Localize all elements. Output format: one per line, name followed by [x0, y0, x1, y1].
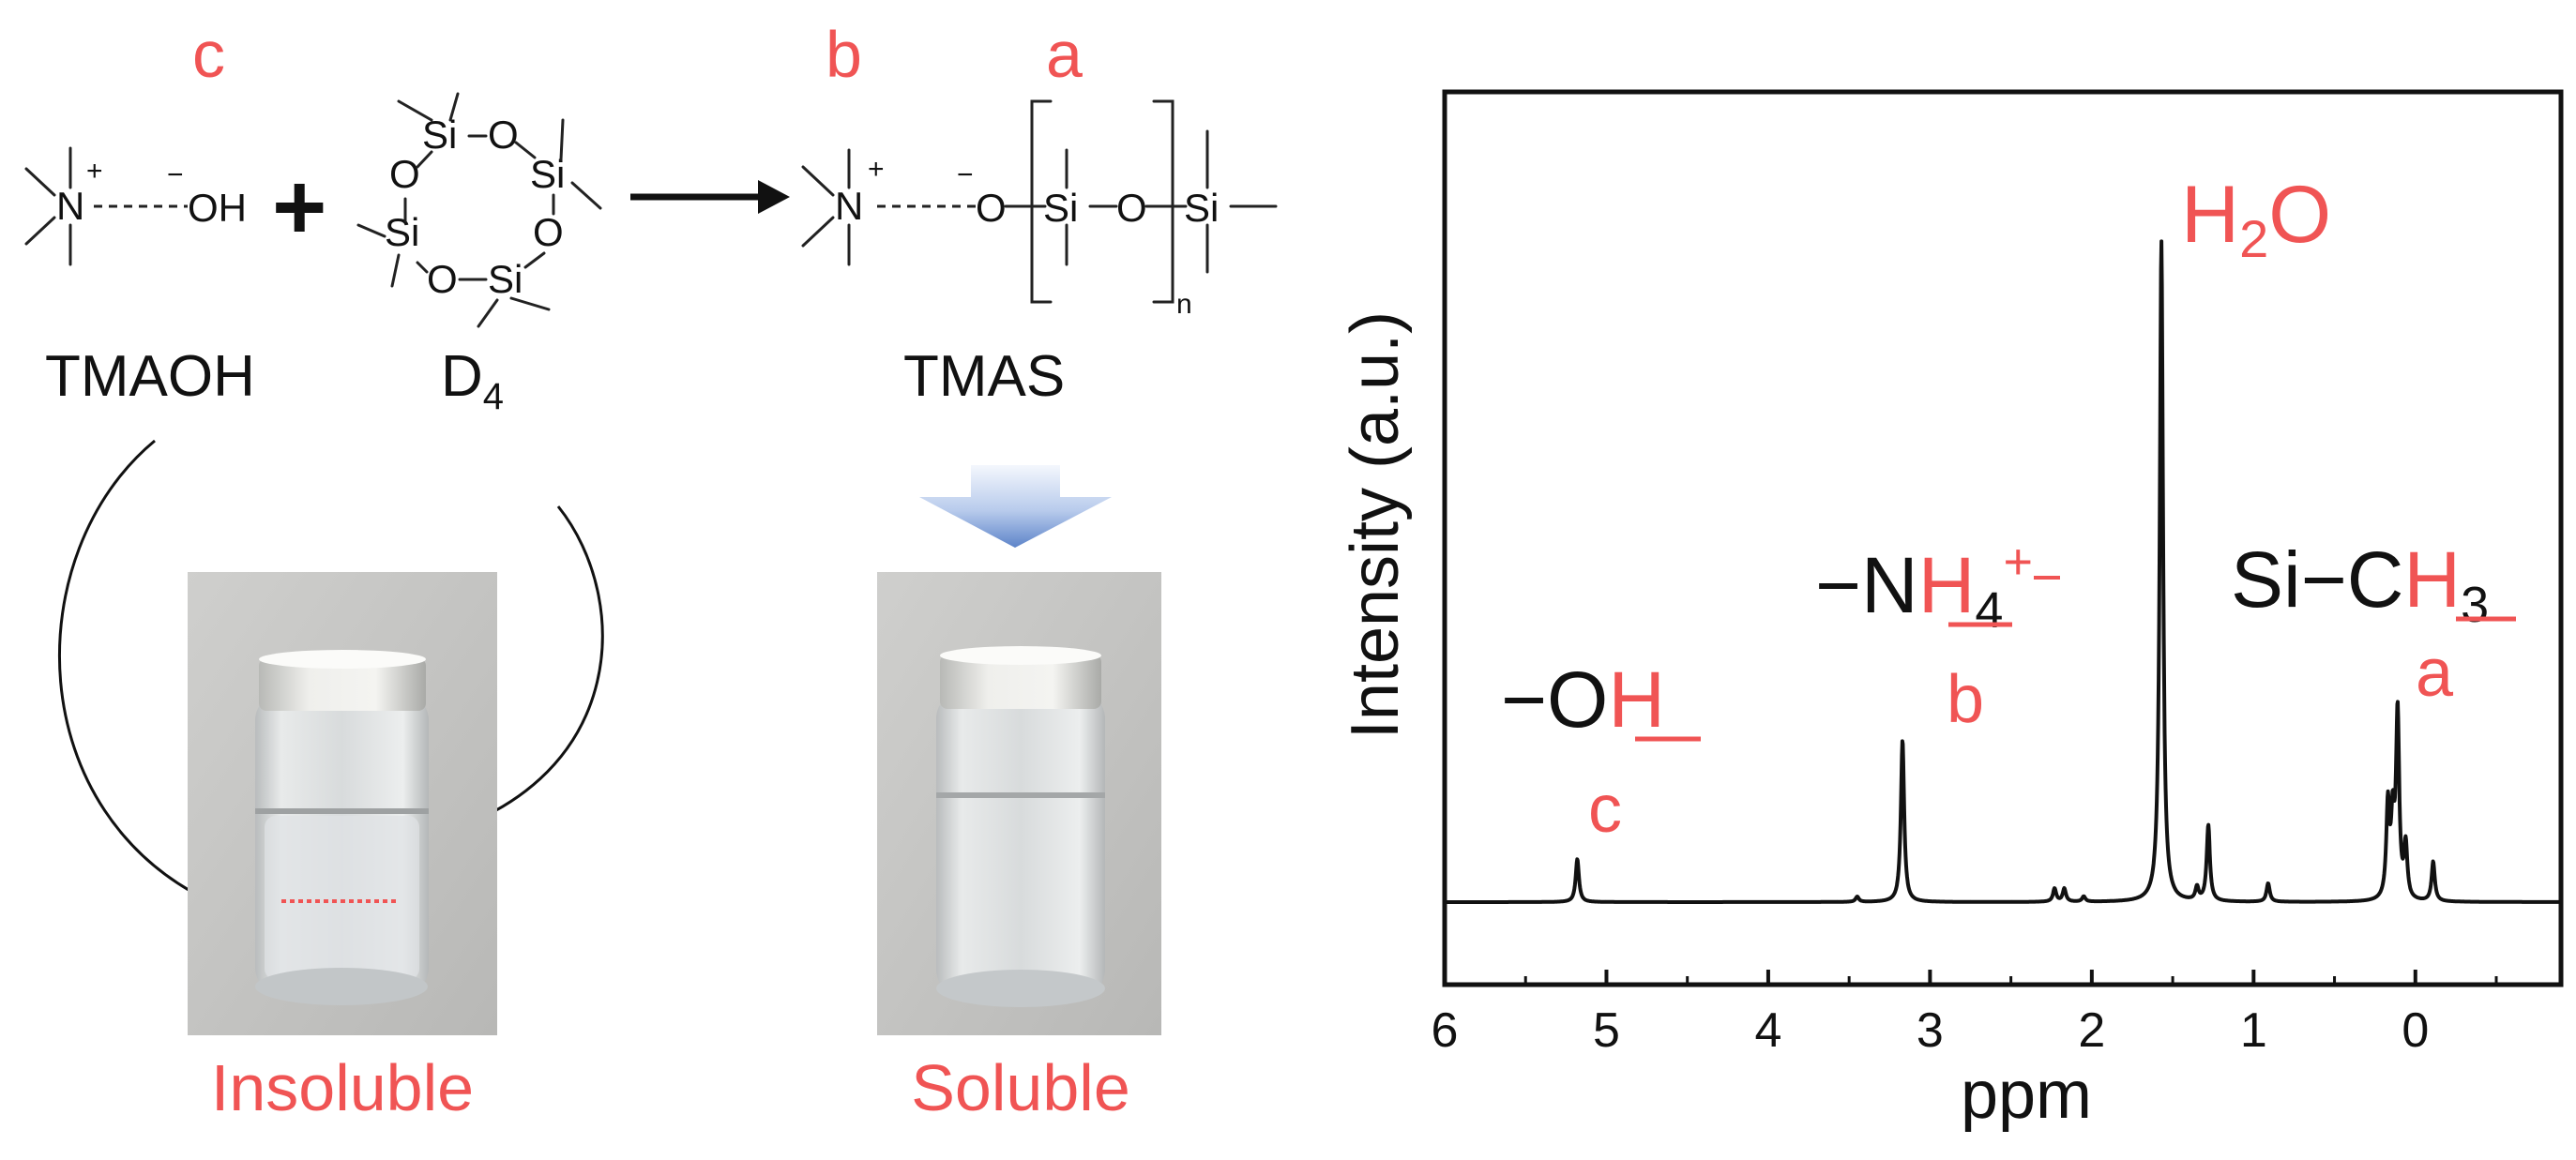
anno-nh4-h: H: [1918, 541, 1976, 629]
spectrum-peak: [2206, 824, 2210, 828]
tmaoh-oh-group: OH: [188, 186, 247, 230]
nmr-xlabel: ppm: [1961, 1058, 2092, 1133]
tmaoh-name: TMAOH: [45, 344, 255, 409]
anno-water-2: 2: [2239, 209, 2268, 268]
spectrum-peak: [2159, 239, 2163, 243]
tmas-structure: N + − O Si O Si n: [801, 99, 1278, 320]
tmaoh-structure: N + − OH: [24, 146, 247, 266]
down-arrow: [919, 465, 1112, 548]
curved-arrow-left: [57, 439, 221, 908]
anno-nh4-pre: −N: [1815, 541, 1918, 629]
spectrum-peak: [2195, 887, 2199, 891]
x-tick-label: 1: [2240, 1003, 2267, 1058]
reaction-scheme: c b a N + − OH + Si O Si O Si O Si O: [24, 18, 1278, 1124]
spectrum-peak: [1901, 738, 1904, 742]
tmaoh-minus-charge: −: [167, 159, 184, 190]
spectrum-peak: [1575, 857, 1579, 861]
d4-name-main: D: [441, 344, 483, 409]
anno-sich3-letter: a: [2416, 636, 2454, 711]
d4-si-bottom: Si: [488, 257, 523, 301]
nmr-ylabel: Intensity (a.u.): [1338, 311, 1413, 739]
anno-nh4-letter: b: [1947, 662, 1984, 737]
spectrum-trace: [1443, 239, 2563, 904]
anno-sich3-sub: 3: [2461, 577, 2489, 633]
label-b: b: [826, 18, 862, 91]
anno-sich3-h: H: [2403, 535, 2461, 624]
spectrum-peak: [2063, 887, 2067, 891]
tmas-o-2: O: [1116, 186, 1147, 230]
tmas-o-1: O: [976, 186, 1007, 230]
vial-photo-insoluble: [188, 572, 497, 1035]
anno-nh4: −NH4+: [1815, 534, 2033, 639]
anno-oh-pre: −O: [1501, 655, 1608, 744]
spectrum-peak: [2386, 807, 2389, 811]
anno-water-o: O: [2268, 170, 2331, 260]
x-tick-label: 4: [1754, 1003, 1781, 1058]
spectrum-peak: [2391, 827, 2395, 831]
label-c: c: [192, 18, 225, 91]
d4-o-left: O: [389, 152, 420, 196]
tmaoh-n-atom: N: [56, 184, 84, 228]
anno-sich3-pre: Si−C: [2231, 535, 2403, 624]
x-tick-label: 0: [2402, 1003, 2429, 1058]
caption-insoluble: Insoluble: [211, 1051, 474, 1124]
plus-sign: +: [272, 155, 326, 260]
d4-o-top: O: [488, 113, 519, 157]
anno-water: H2O: [2181, 170, 2331, 268]
d4-si-right: Si: [530, 152, 565, 196]
x-tick-label: 2: [2078, 1003, 2105, 1058]
d4-o-right: O: [533, 210, 564, 254]
d4-structure: Si O Si O Si O Si O: [356, 92, 602, 328]
d4-name-sub: 4: [483, 376, 504, 417]
tmas-si-2: Si: [1184, 186, 1219, 230]
anno-nh4-sub: 4: [1975, 582, 2003, 639]
spectrum-peak: [2266, 881, 2270, 885]
d4-name: D4: [441, 344, 504, 417]
anno-oh-h: H: [1608, 655, 1665, 744]
anno-nh4-sup: +: [2003, 534, 2033, 590]
anno-sich3: Si−CH3: [2231, 535, 2489, 633]
spectrum-peak: [2396, 716, 2400, 719]
anno-water-h: H: [2181, 170, 2239, 260]
x-tick-label: 5: [1593, 1003, 1620, 1058]
label-a: a: [1046, 18, 1083, 91]
anno-oh: −OH: [1501, 655, 1665, 744]
spectrum-peak: [1856, 895, 1859, 898]
spectrum-peak: [2432, 861, 2435, 865]
x-tick-label: 6: [1432, 1003, 1459, 1058]
d4-o-bottom: O: [427, 257, 458, 301]
spectrum-peak: [2082, 895, 2085, 898]
d4-si-left: Si: [385, 210, 419, 254]
spectrum-peak: [2053, 887, 2056, 891]
tmaoh-plus-charge: +: [86, 156, 103, 187]
anno-oh-letter: c: [1588, 772, 1622, 847]
spectrum-peak: [2403, 848, 2407, 851]
tmas-plus-charge: +: [868, 154, 885, 185]
vial-photo-soluble: [877, 572, 1161, 1035]
x-tick-label: 3: [1917, 1003, 1944, 1058]
caption-soluble: Soluble: [911, 1051, 1130, 1124]
tmas-si-1: Si: [1043, 186, 1078, 230]
plot-frame: [1442, 89, 2564, 987]
tmas-minus-charge: −: [957, 159, 974, 190]
tmas-repeat-n: n: [1176, 289, 1192, 320]
tmas-name: TMAS: [903, 344, 1065, 409]
tmas-n-atom: N: [835, 184, 863, 228]
